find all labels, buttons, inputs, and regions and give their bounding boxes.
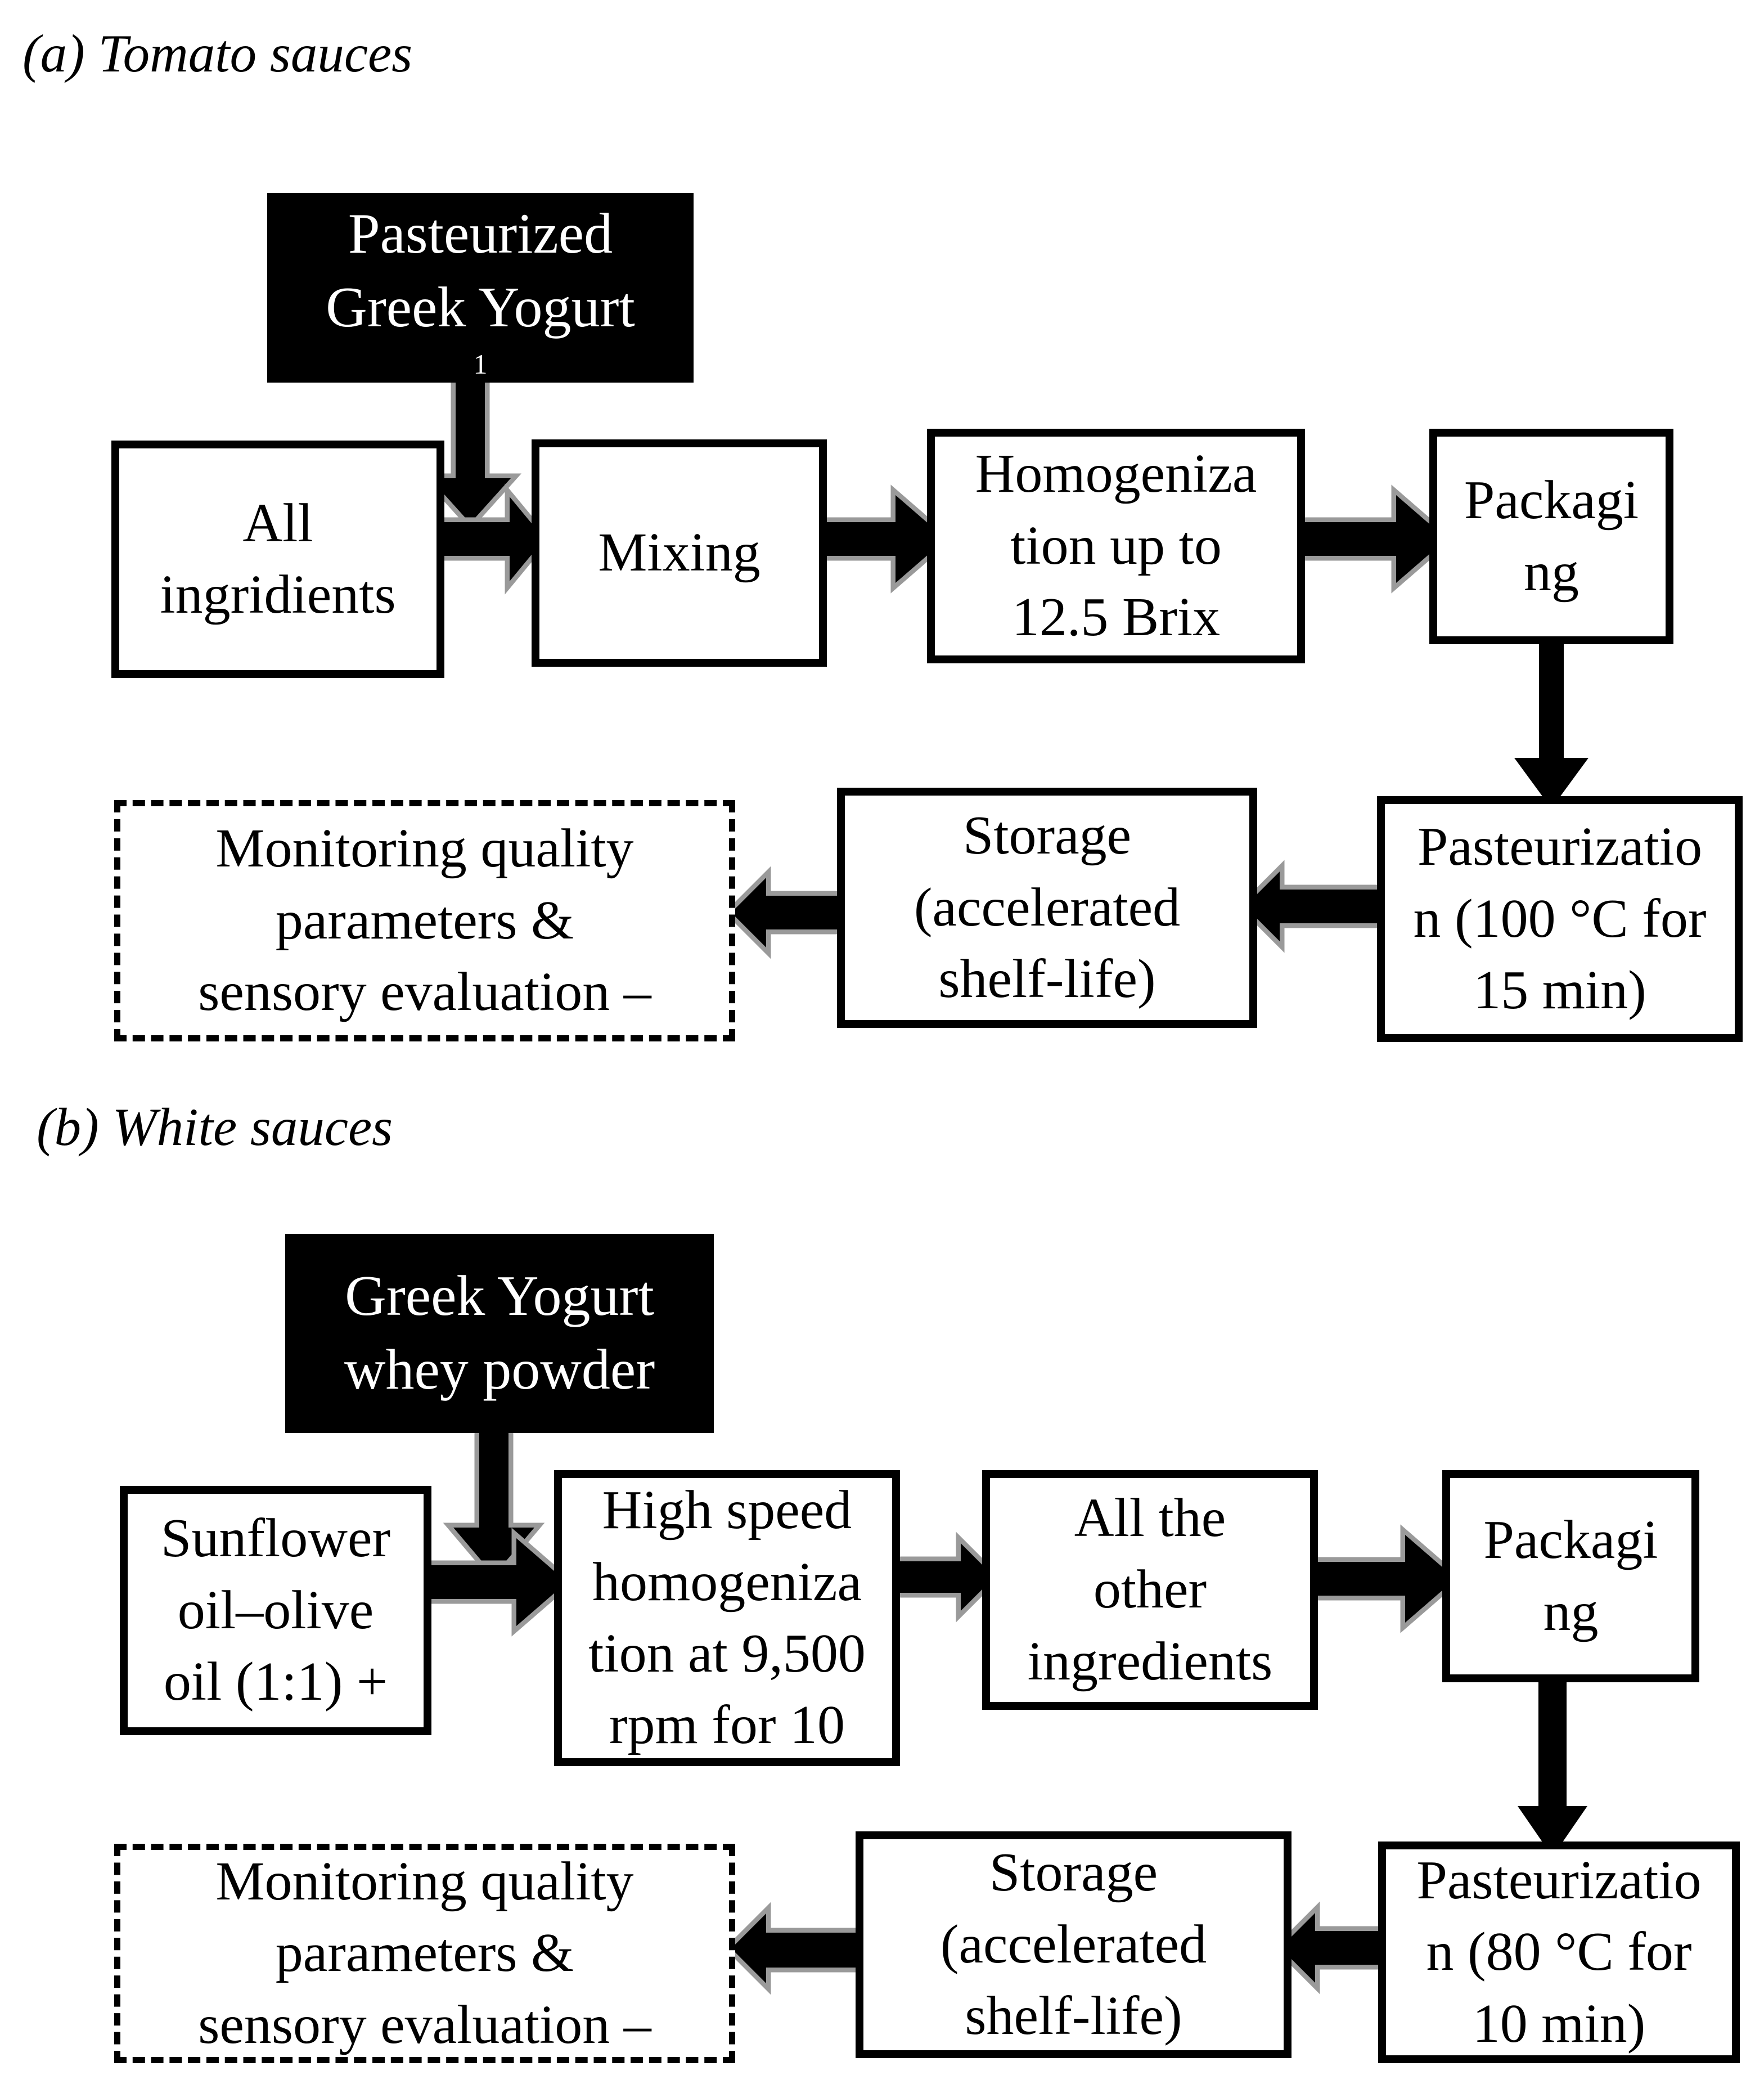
section-a-title: (a) Tomato sauces xyxy=(22,24,413,83)
box-mixing: Mixing xyxy=(532,439,827,667)
box-pasteurized-greek-yogurt: Pasteurized Greek Yogurt 1 xyxy=(267,193,694,383)
box-mixing-label: Mixing xyxy=(598,522,760,583)
arrow-pasteurization-to-storage-a xyxy=(1238,860,1383,953)
box-packaging-a: Packagi ng xyxy=(1429,429,1673,644)
section-b-title: (b) White sauces xyxy=(37,1097,393,1157)
box-all-ingredients-label: All ingridients xyxy=(160,492,396,625)
box-greek-yogurt-whey-powder: Greek Yogurt whey powder xyxy=(285,1234,714,1433)
arrow-highspeed-to-otheringredients xyxy=(893,1531,1002,1623)
box-sunflower-olive-oil-label: Sunflower oil–olive oil (1:1) + xyxy=(160,1508,391,1713)
arrow-oil-to-highspeed xyxy=(424,1528,574,1637)
box-all-other-ingredients: All the other ingredients xyxy=(982,1470,1318,1710)
arrow-homogenization-to-packaging-a xyxy=(1299,484,1454,594)
box-monitoring-a: Monitoring quality parameters & sensory … xyxy=(114,800,735,1041)
box-high-speed-homogenization-label: High speed homogeniza tion at 9,500 rpm … xyxy=(588,1480,866,1756)
arrow-allingredients-to-mixing xyxy=(437,483,551,595)
box-storage-a-label: Storage (accelerated shelf-life) xyxy=(914,805,1181,1010)
arrow-storage-to-monitoring-b xyxy=(724,1902,862,1995)
box-greek-yogurt-whey-powder-label: Greek Yogurt whey powder xyxy=(344,1264,655,1402)
box-storage-b-label: Storage (accelerated shelf-life) xyxy=(940,1842,1207,2047)
box-pasteurized-greek-yogurt-label: Pasteurized Greek Yogurt xyxy=(326,201,635,339)
arrow-pasteurization-to-storage-b xyxy=(1273,1901,1384,1995)
box-monitoring-a-label: Monitoring quality parameters & sensory … xyxy=(198,818,651,1023)
box-all-other-ingredients-label: All the other ingredients xyxy=(1027,1487,1273,1692)
box-all-ingredients: All ingridients xyxy=(111,441,444,678)
box-homogenization-a: Homogeniza tion up to 12.5 Brix xyxy=(927,429,1305,663)
box-monitoring-b-label: Monitoring quality parameters & sensory … xyxy=(198,1851,651,2055)
arrow-otheringredients-to-packaging-b xyxy=(1311,1524,1463,1633)
arrow-storage-to-monitoring-a xyxy=(724,866,843,959)
box-pasteurization-b: Pasteurizatio n (80 °C for 10 min) xyxy=(1378,1842,1740,2063)
arrow-whey-b-down xyxy=(443,1427,545,1583)
box-high-speed-homogenization: High speed homogeniza tion at 9,500 rpm … xyxy=(554,1470,900,1766)
box-pasteurized-greek-yogurt-footnote: 1 xyxy=(473,348,488,380)
box-pasteurization-a: Pasteurizatio n (100 °C for 15 min) xyxy=(1377,796,1743,1042)
box-monitoring-b: Monitoring quality parameters & sensory … xyxy=(114,1844,735,2063)
arrow-packaging-to-pasteurization-b xyxy=(1518,1681,1587,1857)
box-sunflower-olive-oil: Sunflower oil–olive oil (1:1) + xyxy=(120,1486,431,1735)
box-packaging-b: Packagi ng xyxy=(1442,1470,1699,1682)
box-packaging-b-label: Packagi ng xyxy=(1483,1510,1658,1642)
box-storage-a: Storage (accelerated shelf-life) xyxy=(837,788,1257,1028)
box-pasteurization-b-label: Pasteurizatio n (80 °C for 10 min) xyxy=(1416,1849,1702,2054)
arrow-packaging-to-pasteurization-a xyxy=(1514,643,1588,809)
box-pasteurization-a-label: Pasteurizatio n (100 °C for 15 min) xyxy=(1413,816,1707,1021)
box-homogenization-a-label: Homogeniza tion up to 12.5 Brix xyxy=(975,443,1257,648)
box-storage-b: Storage (accelerated shelf-life) xyxy=(856,1831,1292,2058)
box-packaging-a-label: Packagi ng xyxy=(1464,470,1639,603)
